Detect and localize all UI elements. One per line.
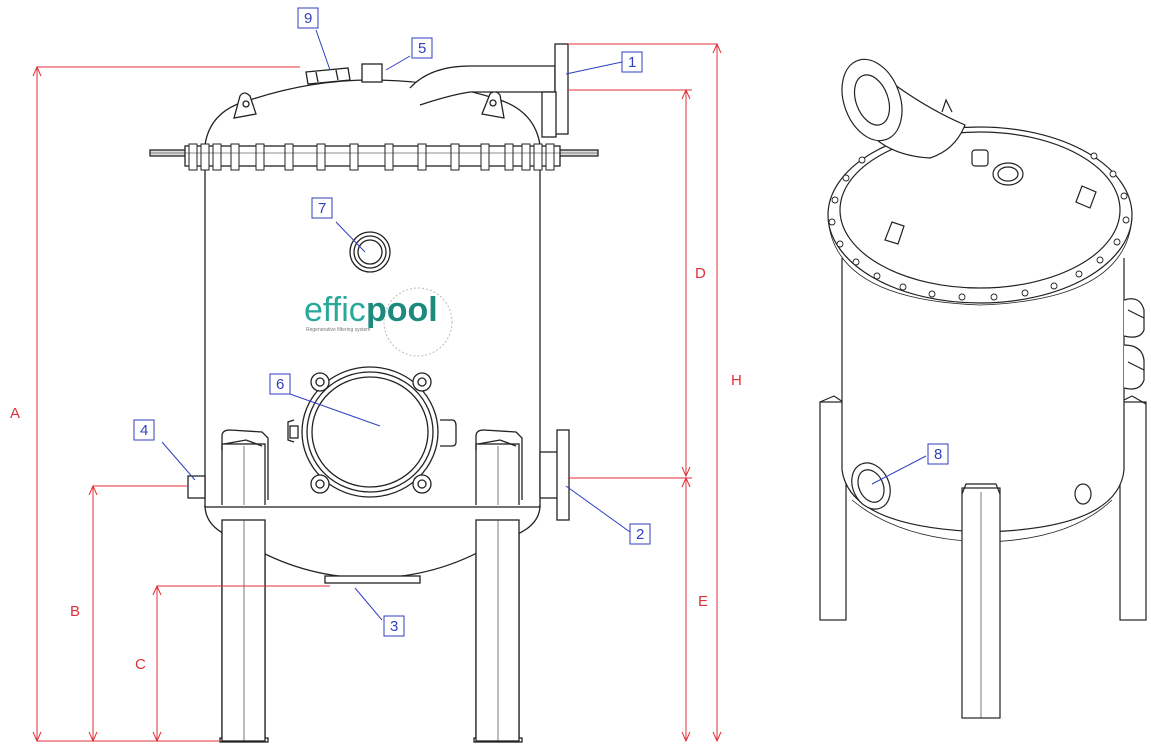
inlet-elbow	[409, 65, 556, 106]
drain-nozzle	[324, 575, 421, 584]
callout-label-4: 4	[140, 422, 148, 439]
dimension-lines	[32, 42, 722, 743]
side-nozzle	[187, 475, 206, 499]
iso-side-nozzle	[1074, 483, 1092, 505]
callout-3: 3	[383, 615, 405, 637]
logo-tagline: Regenerative filtering system	[306, 327, 370, 333]
dim-label-a: A	[10, 405, 20, 422]
logo-text-effic: effic	[304, 291, 366, 329]
iso-lug-3	[941, 98, 953, 113]
iso-lug-1	[884, 221, 905, 245]
callout-label-2: 2	[636, 526, 644, 543]
top-nozzle	[361, 63, 383, 83]
front-view	[149, 43, 599, 743]
callout-8: 8	[927, 443, 949, 465]
callout-leaders	[161, 29, 927, 621]
inlet-flange	[554, 43, 569, 135]
logo-text-pool: pool	[366, 291, 438, 329]
iso-outlet-port	[851, 462, 891, 510]
flange-bolts	[188, 143, 555, 171]
isometric-view	[819, 58, 1147, 719]
inspection-port	[349, 231, 391, 273]
iso-sight-glass	[992, 162, 1024, 186]
callout-1: 1	[621, 51, 643, 73]
callout-4: 4	[133, 419, 155, 441]
dim-label-d: D	[695, 265, 706, 282]
iso-top-flange	[827, 126, 1133, 304]
iso-front-leg	[961, 483, 1001, 719]
dim-label-c: C	[135, 656, 146, 673]
iso-side-fittings	[1123, 298, 1145, 390]
callout-2: 2	[629, 523, 651, 545]
outlet-flange	[556, 429, 570, 521]
iso-inlet-flange	[841, 58, 903, 142]
manhole	[287, 366, 457, 498]
dimension-labels: A B C D E H	[10, 265, 742, 673]
callout-label-7: 7	[318, 200, 326, 217]
manhole-clamp	[310, 372, 432, 494]
callout-5: 5	[411, 37, 433, 59]
logo-watermark-circle	[383, 287, 453, 357]
callout-label-5: 5	[418, 40, 426, 57]
callout-label-3: 3	[390, 618, 398, 635]
callout-label-1: 1	[628, 54, 636, 71]
dim-label-b: B	[70, 603, 80, 620]
callout-9: 9	[297, 7, 319, 29]
callout-label-6: 6	[276, 376, 284, 393]
iso-flange-bolts	[828, 152, 1130, 301]
callout-label-8: 8	[934, 446, 942, 463]
callout-7: 7	[311, 197, 333, 219]
iso-top-nozzle	[971, 149, 989, 167]
lifting-lug-left	[233, 92, 257, 119]
iso-lug-2	[1075, 185, 1097, 209]
dim-label-e: E	[698, 593, 708, 610]
callout-6: 6	[269, 373, 291, 395]
outlet-pipe	[539, 451, 559, 499]
callout-label-9: 9	[304, 10, 312, 27]
efficpool-logo: effic pool Regenerative filtering system	[304, 291, 438, 333]
dim-label-h: H	[731, 372, 742, 389]
